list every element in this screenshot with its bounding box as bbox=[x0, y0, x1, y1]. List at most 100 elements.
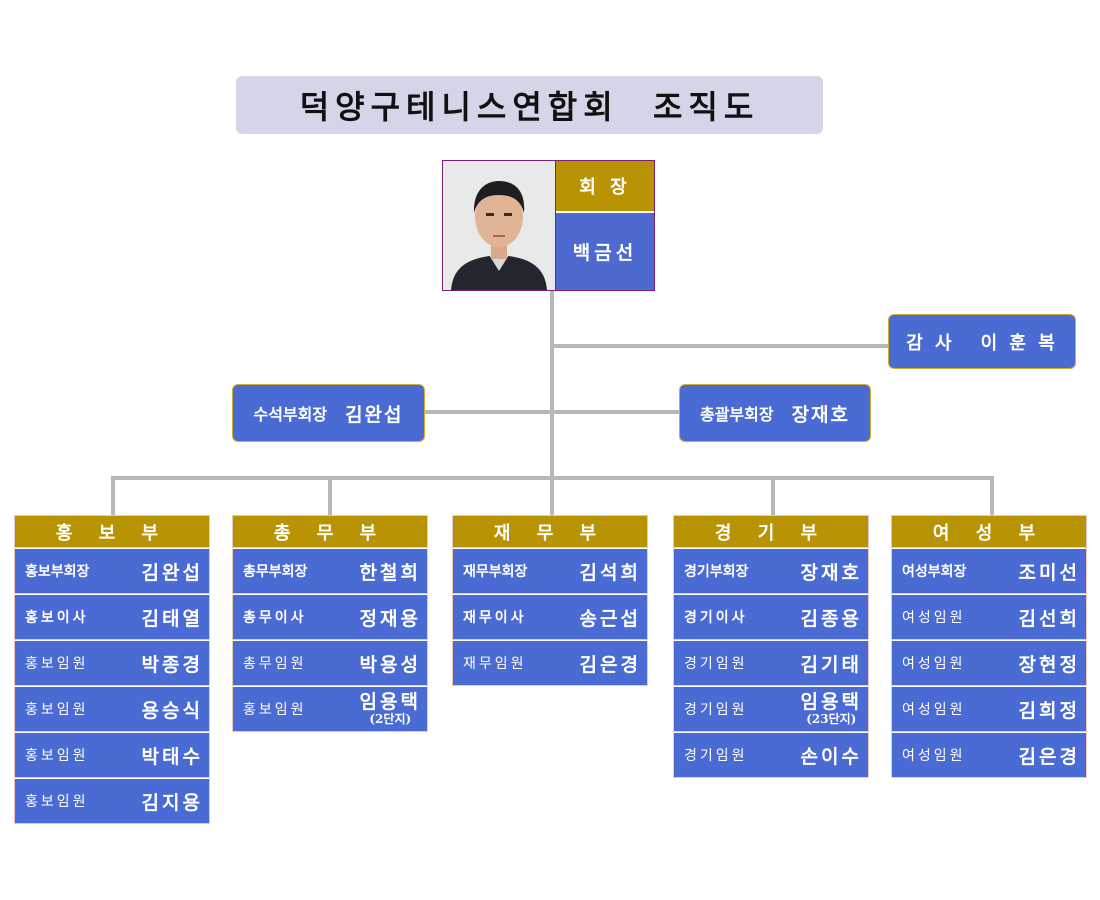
member-row: 여성임원 김은경 bbox=[891, 732, 1087, 778]
auditor-name: 이 훈 복 bbox=[980, 332, 1058, 354]
member-name: 조미선 bbox=[1018, 561, 1080, 584]
connector-dept-4 bbox=[771, 476, 775, 516]
connector-vice bbox=[425, 410, 679, 414]
member-name: 김기태 bbox=[800, 653, 862, 676]
member-row: 홍보임원 임용택(2단지) bbox=[232, 686, 428, 732]
member-name: 김완섭 bbox=[141, 561, 203, 584]
department-header: 경 기 부 bbox=[673, 515, 869, 548]
vice-president-role: 총괄부회장 bbox=[699, 405, 774, 424]
member-role: 홍보이사 bbox=[25, 610, 89, 626]
vice-president-role: 수석부회장 bbox=[253, 405, 328, 424]
member-role: 여성부회장 bbox=[902, 564, 967, 580]
member-row: 경기임원 임용택(23단지) bbox=[673, 686, 869, 732]
vice-president-box-2: 총괄부회장 장재호 bbox=[679, 384, 871, 442]
department-header: 총 무 부 bbox=[232, 515, 428, 548]
member-row: 경기임원 김기태 bbox=[673, 640, 869, 686]
department-header: 홍 보 부 bbox=[14, 515, 210, 548]
member-role: 경기임원 bbox=[684, 656, 748, 672]
member-name: 손이수 bbox=[800, 745, 862, 768]
department-header: 재 무 부 bbox=[452, 515, 648, 548]
member-name: 박종경 bbox=[141, 653, 203, 676]
member-row: 홍보임원 박종경 bbox=[14, 640, 210, 686]
member-name: 김은경 bbox=[579, 653, 641, 676]
member-name-note: (23단지) bbox=[806, 711, 857, 726]
vice-president-name: 장재호 bbox=[791, 403, 851, 426]
member-role: 홍보임원 bbox=[25, 656, 89, 672]
member-role: 여성임원 bbox=[902, 610, 966, 626]
member-row: 경기부회장 장재호 bbox=[673, 548, 869, 594]
member-name: 김은경 bbox=[1018, 745, 1080, 768]
member-row: 여성임원 장현정 bbox=[891, 640, 1087, 686]
connector-dept-5 bbox=[990, 476, 994, 516]
member-row: 홍보부회장 김완섭 bbox=[14, 548, 210, 594]
member-name: 박태수 bbox=[141, 745, 203, 768]
member-role: 재무이사 bbox=[463, 610, 527, 626]
connector-trunk bbox=[550, 291, 554, 515]
member-name: 김석희 bbox=[579, 561, 641, 584]
member-role: 홍보임원 bbox=[243, 702, 307, 718]
member-role: 경기부회장 bbox=[684, 564, 749, 580]
member-role: 홍보임원 bbox=[25, 702, 89, 718]
member-row: 총무이사 정재용 bbox=[232, 594, 428, 640]
member-role: 여성임원 bbox=[902, 702, 966, 718]
member-role: 경기임원 bbox=[684, 702, 748, 718]
person-portrait-icon bbox=[443, 161, 556, 290]
president-title: 회 장 bbox=[556, 161, 654, 213]
member-role: 총무임원 bbox=[243, 656, 307, 672]
member-name: 김종용 bbox=[800, 607, 862, 630]
member-name: 박용성 bbox=[359, 653, 421, 676]
member-name: 임용택 bbox=[359, 690, 421, 713]
member-role: 총무이사 bbox=[243, 610, 307, 626]
member-name: 김선희 bbox=[1018, 607, 1080, 630]
vice-president-box-1: 수석부회장 김완섭 bbox=[232, 384, 425, 442]
connector-auditor bbox=[550, 344, 888, 348]
chart-title: 덕양구테니스연합회 조직도 bbox=[299, 88, 760, 126]
vice-president-name: 김완섭 bbox=[345, 403, 404, 426]
member-row: 경기임원 손이수 bbox=[673, 732, 869, 778]
member-role: 재무임원 bbox=[463, 656, 527, 672]
department-header: 여 성 부 bbox=[891, 515, 1087, 548]
member-row: 여성임원 김선희 bbox=[891, 594, 1087, 640]
member-row: 총무임원 박용성 bbox=[232, 640, 428, 686]
department-4: 경 기 부 경기부회장 장재호 경기이사 김종용 경기임원 김기태 경기임원 임용택(… bbox=[673, 515, 869, 778]
member-row: 총무부회장 한철희 bbox=[232, 548, 428, 594]
connector-dept-2 bbox=[328, 476, 332, 516]
connector-departments bbox=[111, 476, 994, 480]
member-name: 김지용 bbox=[141, 791, 203, 814]
member-role: 총무부회장 bbox=[243, 564, 308, 580]
member-role: 홍보임원 bbox=[25, 794, 89, 810]
member-role: 여성임원 bbox=[902, 748, 966, 764]
member-role: 경기이사 bbox=[684, 610, 748, 626]
department-2: 총 무 부 총무부회장 한철희 총무이사 정재용 총무임원 박용성 홍보임원 임용택(… bbox=[232, 515, 428, 732]
member-row: 홍보이사 김태열 bbox=[14, 594, 210, 640]
member-name: 한철희 bbox=[359, 561, 421, 584]
auditor-title: 감 사 bbox=[906, 332, 955, 354]
member-role: 경기임원 bbox=[684, 748, 748, 764]
member-row: 재무부회장 김석희 bbox=[452, 548, 648, 594]
president-card: 회 장 백금선 bbox=[442, 160, 655, 291]
connector-dept-1 bbox=[111, 476, 115, 516]
member-role: 홍보부회장 bbox=[25, 564, 90, 580]
member-name: 장현정 bbox=[1018, 653, 1080, 676]
member-name-note: (2단지) bbox=[369, 711, 412, 726]
member-row: 홍보임원 김지용 bbox=[14, 778, 210, 824]
member-name: 장재호 bbox=[800, 561, 862, 584]
member-role: 홍보임원 bbox=[25, 748, 89, 764]
chart-title-box: 덕양구테니스연합회 조직도 bbox=[236, 76, 823, 134]
member-name: 김희정 bbox=[1018, 699, 1080, 722]
auditor-box: 감 사 이 훈 복 bbox=[888, 314, 1076, 369]
president-name: 백금선 bbox=[556, 213, 654, 290]
member-name: 김태열 bbox=[141, 607, 203, 630]
member-role: 재무부회장 bbox=[463, 564, 528, 580]
member-name: 정재용 bbox=[359, 607, 421, 630]
member-role: 여성임원 bbox=[902, 656, 966, 672]
member-row: 경기이사 김종용 bbox=[673, 594, 869, 640]
member-row: 재무임원 김은경 bbox=[452, 640, 648, 686]
member-row: 여성임원 김희정 bbox=[891, 686, 1087, 732]
member-row: 여성부회장 조미선 bbox=[891, 548, 1087, 594]
member-row: 홍보임원 박태수 bbox=[14, 732, 210, 778]
